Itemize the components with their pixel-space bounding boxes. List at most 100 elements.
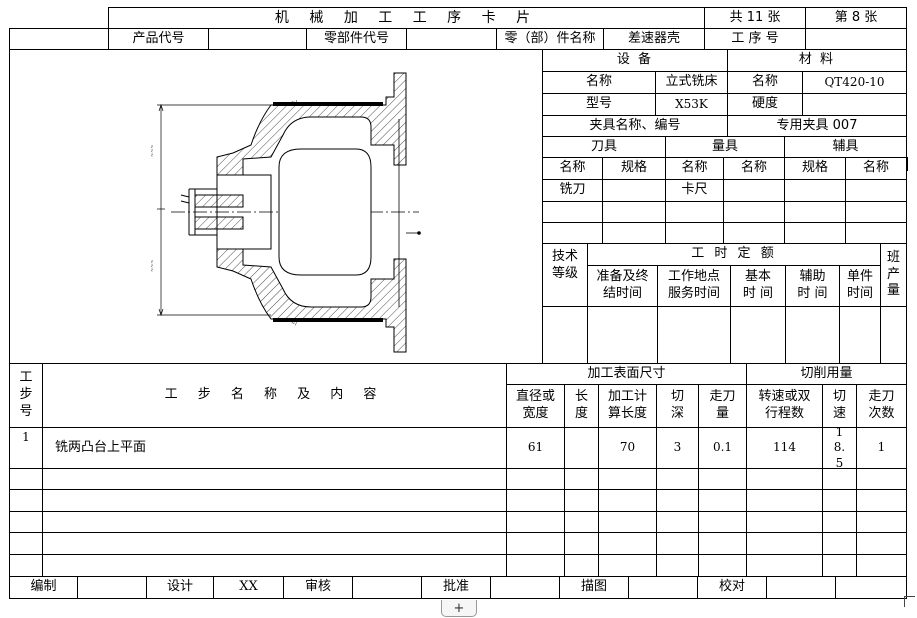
cursor-mark xyxy=(906,157,908,171)
rule xyxy=(564,384,565,576)
process-card-sheet: 机 械 加 工 工 序 卡 片 共 11 张 第 8 张 产品代号 零部件代号 … xyxy=(9,7,907,599)
equipment-name-value: 立式铣床 xyxy=(665,74,718,90)
rule xyxy=(9,363,907,364)
rule xyxy=(587,265,880,266)
rule xyxy=(822,384,823,576)
rule xyxy=(421,576,422,599)
rule xyxy=(785,265,786,364)
rule xyxy=(213,576,214,599)
step-calc-length: 70 xyxy=(619,440,636,455)
prep-time-label: 准备及终结时间 xyxy=(596,269,649,301)
step-depth: 3 xyxy=(673,440,682,455)
inner-cavity xyxy=(278,148,372,276)
rule xyxy=(352,576,353,599)
rule xyxy=(655,71,656,115)
rule xyxy=(602,157,603,243)
step-passes: 1 xyxy=(877,440,886,455)
product-code-label: 产品代号 xyxy=(132,30,185,46)
rule xyxy=(727,49,728,71)
rule xyxy=(542,222,907,223)
step-no-header: 工步号 xyxy=(19,370,33,419)
design-label: 设计 xyxy=(166,579,193,595)
fixture-label: 夹具名称、编号 xyxy=(589,117,681,133)
rule xyxy=(9,598,907,599)
rule xyxy=(704,7,705,49)
rule xyxy=(835,576,836,599)
part-name-label: 零（部）件名称 xyxy=(504,30,596,46)
rule xyxy=(697,576,698,599)
rule xyxy=(657,265,658,364)
cut-speed-header: 切速 xyxy=(832,389,846,421)
part-code-label: 零部件代号 xyxy=(323,30,389,46)
rule xyxy=(730,265,731,364)
rule xyxy=(665,136,666,157)
rule xyxy=(9,532,907,533)
step-content: 铣两凸台上平面 xyxy=(55,439,147,455)
rule xyxy=(9,28,10,599)
rule xyxy=(542,243,907,244)
compile-label: 编制 xyxy=(30,579,57,595)
rule xyxy=(496,28,497,49)
surface-dims-header: 加工表面尺寸 xyxy=(587,365,666,381)
add-sheet-button[interactable]: + xyxy=(441,600,477,617)
rule xyxy=(506,384,907,385)
rule xyxy=(9,427,907,428)
rule xyxy=(542,201,907,202)
length-header: 长度 xyxy=(574,389,588,421)
rule xyxy=(542,136,907,137)
housing-section xyxy=(216,72,407,353)
rule xyxy=(603,28,604,49)
rule xyxy=(542,49,543,364)
rule xyxy=(766,576,767,599)
svg-text:~/: ~/ xyxy=(291,321,297,327)
svg-text:~~~: ~~~ xyxy=(150,259,156,272)
step-feed: 0.1 xyxy=(712,440,733,455)
equipment-section-label: 设 备 xyxy=(616,52,654,68)
operation-no-label: 工 序 号 xyxy=(731,30,779,46)
aux-spec-header: 规格 xyxy=(801,160,828,176)
aux-name-header: 名称 xyxy=(862,160,889,176)
gauge-name-header: 名称 xyxy=(681,160,708,176)
rule xyxy=(108,7,109,49)
rule xyxy=(506,363,507,576)
rule xyxy=(784,157,785,243)
rule xyxy=(77,576,78,599)
rule xyxy=(306,28,307,49)
rule xyxy=(9,468,907,469)
material-section-label: 材 料 xyxy=(798,52,836,68)
rule xyxy=(906,7,907,599)
depth-header: 切深 xyxy=(670,389,684,421)
part-drawing: ~~~ ~~~ ~/ ~/ xyxy=(150,72,421,353)
fixture-value: 专用夹具 007 xyxy=(776,117,858,133)
rule xyxy=(9,576,907,577)
svg-text:~~~: ~~~ xyxy=(150,144,156,157)
material-name-value: QT420-10 xyxy=(824,74,885,89)
calc-length-header: 加工计算长度 xyxy=(607,389,647,421)
rule xyxy=(656,384,657,576)
cutter-name-value: 铣刀 xyxy=(559,182,586,198)
rule xyxy=(9,49,907,50)
step-speed: 114 xyxy=(773,440,796,455)
rule xyxy=(723,157,724,243)
rule xyxy=(559,576,560,599)
material-hardness-label: 硬度 xyxy=(751,96,778,112)
shift-output-label: 班产量 xyxy=(886,249,900,299)
rule xyxy=(542,71,907,72)
rule xyxy=(490,576,491,599)
rule xyxy=(108,7,907,8)
rule xyxy=(698,384,699,576)
skill-level-label: 技术等级 xyxy=(551,249,578,281)
sheet-number: 第 8 张 xyxy=(834,9,878,25)
shaft-bore-section xyxy=(194,194,244,230)
step-diameter: 61 xyxy=(527,440,544,455)
rule xyxy=(9,28,907,29)
design-value: XX xyxy=(239,579,258,595)
cutter-label: 刀具 xyxy=(590,138,617,154)
rule xyxy=(727,115,728,136)
rule xyxy=(42,363,43,576)
gauge-name-value: 卡尺 xyxy=(681,182,708,198)
material-name-label: 名称 xyxy=(751,74,778,90)
rule xyxy=(146,576,147,599)
rule xyxy=(542,157,907,158)
approve-label: 批准 xyxy=(442,579,469,595)
